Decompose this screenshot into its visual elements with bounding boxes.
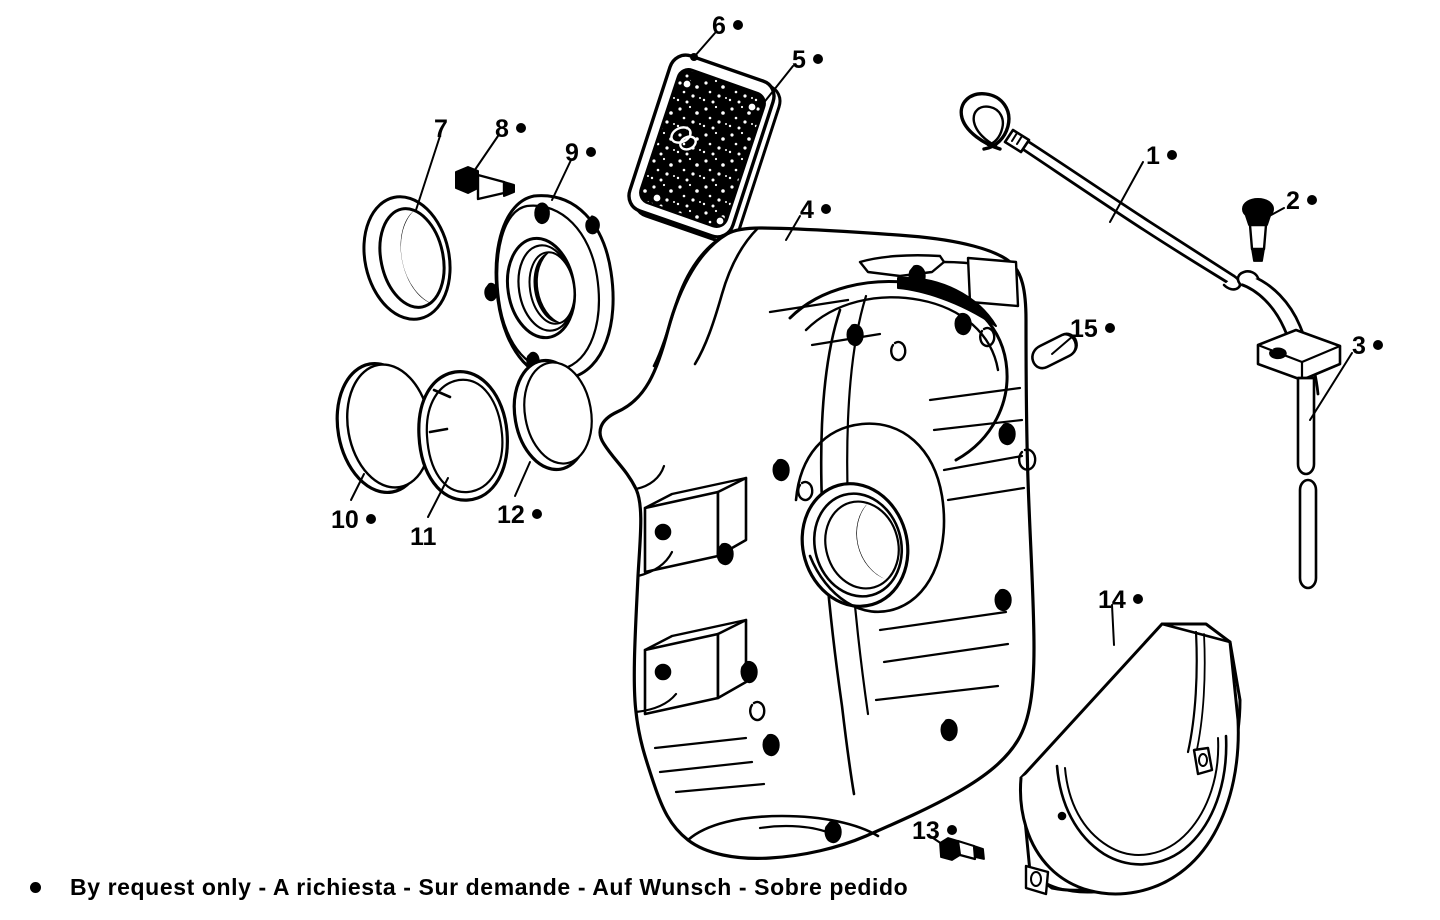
callout-5-number: 5 [792, 45, 806, 74]
by-request-dot-15 [1104, 323, 1115, 334]
callout-7-number: 7 [434, 114, 448, 143]
by-request-dot-1 [1166, 150, 1177, 161]
part-13-bolt [939, 837, 985, 861]
callout-14-number: 14 [1098, 585, 1126, 614]
part-8-bolt [455, 166, 515, 201]
callout-4-number: 4 [800, 195, 814, 224]
callout-14: 14 [1098, 587, 1143, 613]
part-12-o-ring-small [512, 358, 593, 472]
by-request-dot-3 [1372, 340, 1383, 351]
callout-7: 7 [434, 116, 448, 142]
callout-11-number: 11 [410, 522, 437, 551]
by-request-dot-13 [946, 825, 957, 836]
part-5-inspection-cover [627, 53, 776, 239]
callout-leader-lines [350, 32, 1353, 849]
callout-6: 6 [712, 13, 743, 39]
by-request-dot-5 [812, 54, 823, 65]
callout-9: 9 [565, 140, 596, 166]
part-4-bell-housing [598, 226, 1037, 860]
part-11-snap-ring [417, 370, 509, 502]
callout-8: 8 [495, 116, 526, 142]
callout-12: 12 [497, 502, 542, 528]
callout-2-number: 2 [1286, 186, 1300, 215]
by-request-dot-14 [1132, 594, 1143, 605]
footer-legend: By request only - A richiesta - Sur dema… [30, 874, 908, 901]
callout-15-number: 15 [1070, 314, 1098, 343]
callout-13: 13 [912, 818, 957, 844]
by-request-marker-icon [30, 882, 41, 893]
by-request-dot-10 [365, 514, 376, 525]
callout-12-number: 12 [497, 500, 525, 529]
by-request-dot-8 [515, 123, 526, 134]
part-7-oil-seal [362, 195, 452, 321]
part-3-dipstick-tube [1236, 270, 1342, 590]
part-10-o-ring-large [335, 361, 432, 495]
by-request-dot-2 [1306, 195, 1317, 206]
callout-1-number: 1 [1146, 141, 1160, 170]
part-2-bolt [1242, 198, 1274, 262]
callout-3: 3 [1352, 333, 1383, 359]
part-14-flywheel-shield [1019, 622, 1242, 896]
callout-5: 5 [792, 47, 823, 73]
callout-6-number: 6 [712, 11, 726, 40]
part-9-retainer-flange [484, 194, 615, 381]
callout-2: 2 [1286, 188, 1317, 214]
callout-13-number: 13 [912, 816, 940, 845]
by-request-dot-6 [732, 20, 743, 31]
callout-8-number: 8 [495, 114, 509, 143]
callout-10-number: 10 [331, 505, 359, 534]
by-request-dot-9 [585, 147, 596, 158]
callout-10: 10 [331, 507, 376, 533]
callout-1: 1 [1146, 143, 1177, 169]
callout-9-number: 9 [565, 138, 579, 167]
callout-4: 4 [800, 197, 831, 223]
part-1-dipstick [959, 92, 1242, 291]
footer-legend-text: By request only - A richiesta - Sur dema… [70, 874, 909, 900]
callout-15: 15 [1070, 316, 1115, 342]
callout-11: 11 [410, 524, 436, 550]
by-request-dot-4 [820, 204, 831, 215]
by-request-dot-12 [531, 509, 542, 520]
callout-3-number: 3 [1352, 331, 1366, 360]
